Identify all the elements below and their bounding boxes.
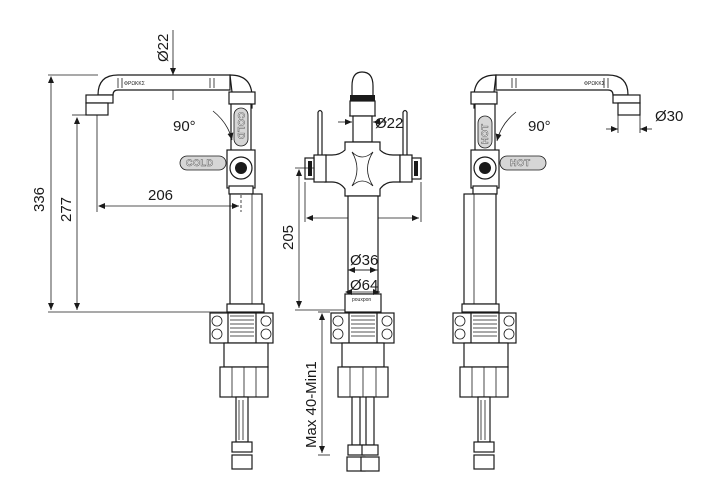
column-diameter-label: Ø36: [350, 252, 378, 269]
left-side-view: ΦΡΩΚΚΣ COLD COLD 90° Ø22 336: [31, 30, 274, 470]
spout-reach-label: 206: [148, 187, 173, 204]
right-underdeck-assembly: [452, 312, 517, 470]
hot-rotation-label: 90°: [528, 118, 551, 135]
brand-mark: pouxpon: [352, 297, 371, 303]
base-diameter-label: Ø64: [350, 277, 378, 294]
left-underdeck-assembly: [209, 312, 274, 470]
spout-pipe-diameter-label: Ø22: [155, 34, 172, 62]
center-underdeck-assembly: [330, 312, 395, 472]
deck-thickness-label: Max 40-Min1: [303, 361, 320, 448]
cold-vertical-label: COLD: [236, 112, 246, 140]
hot-vertical-label: HOT: [480, 124, 490, 145]
center-front-view: Ø22 159 Ø36 pouxpon Ø64: [280, 71, 422, 472]
spout-height-label: 277: [58, 197, 75, 222]
hot-horizontal-label: HOT: [510, 158, 531, 168]
overall-height-label: 336: [31, 187, 48, 212]
right-side-view: ΦΡΩΚΚΣ HOT HOT 90° Ø30: [452, 74, 683, 470]
body-diameter-label: Ø22: [375, 115, 403, 132]
cold-horizontal-label: COLD: [186, 158, 214, 168]
cold-rotation-label: 90°: [173, 118, 196, 135]
outlet-diameter-label: Ø30: [655, 108, 683, 125]
svg-text:ΦΡΩΚΚΣ: ΦΡΩΚΚΣ: [584, 81, 605, 87]
handle-height-label: 205: [280, 225, 297, 250]
svg-text:ΦΡΩΚΚΣ: ΦΡΩΚΚΣ: [124, 81, 145, 87]
